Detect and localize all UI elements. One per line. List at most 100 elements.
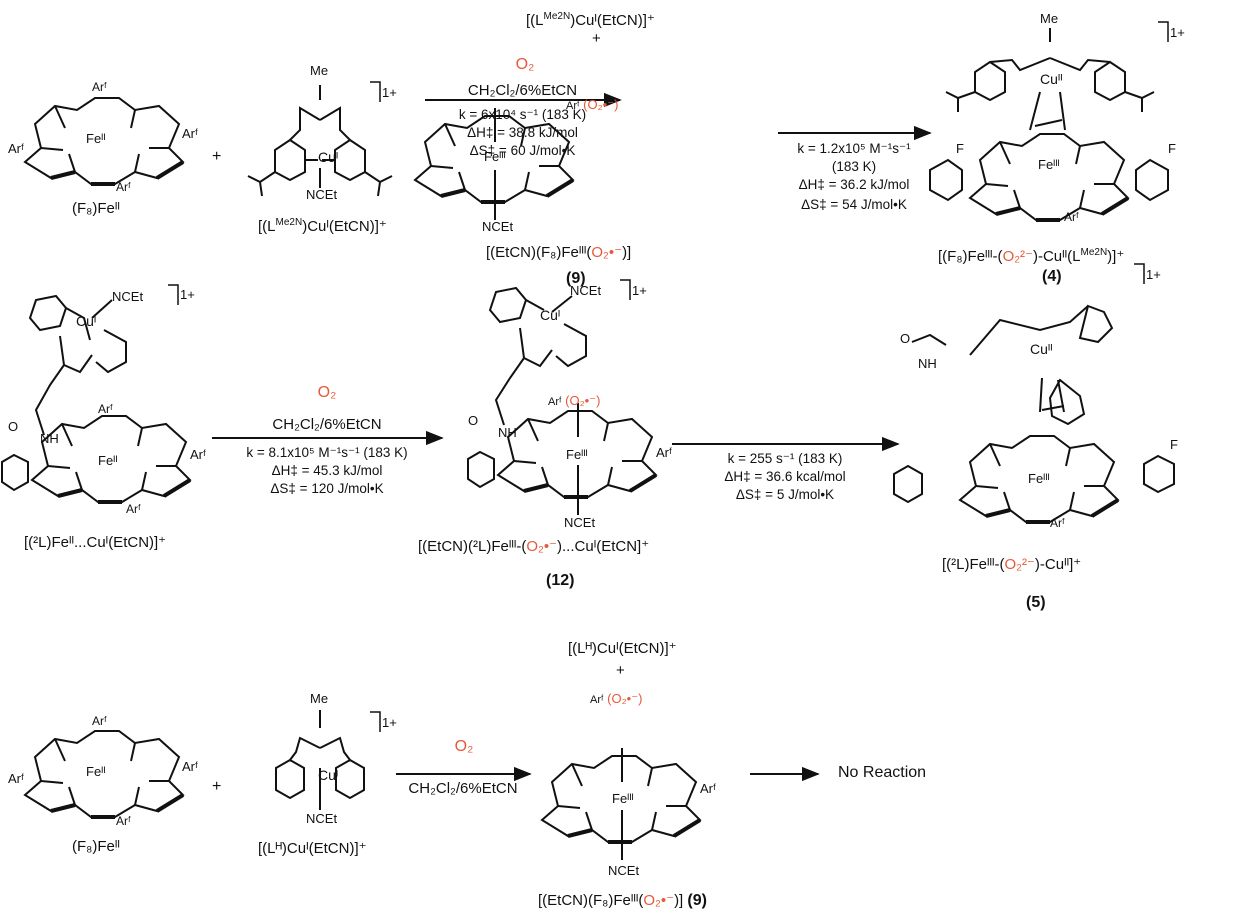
atom-ncet-12b: NCEt — [564, 515, 596, 530]
atom-arf-4: Arᶠ — [1064, 210, 1079, 224]
charge-5: 1+ — [1146, 267, 1161, 282]
intermediate9-label: [(EtCN)(F₈)Feᴵᴵᴵ(O₂•⁻)] — [486, 244, 632, 261]
charge-bracket-r1a — [370, 81, 381, 102]
ds-r2-step2: ΔS‡ = 5 J/mol•K — [735, 487, 835, 502]
ds-r1-step2: ΔS‡ = 54 J/mol•K — [801, 197, 907, 212]
atom-cu1-r3: Cuᴵ — [318, 767, 339, 783]
intermediate9r3-top: [(Lᴴ)Cuᴵ(EtCN)]⁺ — [568, 640, 677, 657]
atom-arf-r3c: Arᶠ — [182, 759, 198, 774]
plus-r3: + — [212, 778, 222, 795]
structure-lh-cu1 — [275, 710, 365, 810]
atom-nh-12: NH — [498, 425, 517, 440]
ds-r2-step1: ΔS‡ = 120 J/mol•K — [270, 481, 384, 496]
atom-ncet-r3b: NCEt — [608, 863, 640, 878]
atom-f-5: F — [1170, 437, 1178, 452]
intermediate9-plus: + — [592, 30, 601, 47]
atom-fe2-r1: Feᴵᴵ — [86, 131, 106, 146]
atom-arf-r3d: Arᶠ — [116, 814, 131, 828]
atom-o-12: O — [468, 413, 479, 428]
compound-number-12: (12) — [546, 572, 575, 589]
superoxo-r1: Arᶠ (O₂•⁻) — [566, 97, 619, 112]
structure-intermediate-9-row3 — [540, 748, 702, 860]
ds-r1-step1: ΔS‡ = 60 J/mol•K — [469, 143, 576, 158]
atom-arf-r1b: Arᶠ — [8, 141, 24, 156]
intermediate9r3-plus: + — [616, 662, 625, 679]
atom-arf-r3a: Arᶠ — [92, 714, 107, 728]
charge-12: 1+ — [632, 283, 647, 298]
atom-arf-r2a: Arᶠ — [98, 402, 113, 416]
reactant-f8-fe2-label: (F₈)Feᴵᴵ — [72, 200, 120, 217]
atom-nh-5: NH — [918, 356, 937, 371]
plus-r1: + — [212, 148, 222, 165]
atom-fe3-r1: Feᴵᴵᴵ — [484, 149, 506, 164]
charge-bracket-r3a — [370, 711, 381, 732]
atom-arf-12: Arᶠ — [656, 445, 672, 460]
atom-cu1-r2: Cuᴵ — [76, 313, 97, 329]
charge-bracket-r2a — [168, 284, 179, 305]
structure-intermediate-12 — [467, 286, 658, 515]
dh-r1-step2: ΔH‡ = 36.2 kJ/mol — [798, 177, 910, 192]
structure-intermediate-9 — [413, 108, 575, 220]
rate-r1-step2: k = 1.2x10⁵ M⁻¹s⁻¹ — [797, 141, 911, 156]
atom-arf-r3b: Arᶠ — [8, 771, 24, 786]
temp-r1-step2: (183 K) — [831, 159, 877, 174]
reagent-o2-r2: O₂ — [317, 384, 337, 401]
atom-ncet-r3: NCEt — [306, 811, 338, 826]
charge-r1a: 1+ — [382, 85, 397, 100]
charge-4: 1+ — [1170, 25, 1185, 40]
intermediate9-top: [(LMe2N)Cuᴵ(EtCN)]⁺ — [526, 11, 655, 29]
solvent-r3: CH₂Cl₂/6%EtCN — [408, 780, 518, 797]
atom-arf-r2b: Arᶠ — [190, 447, 206, 462]
atom-fe2-r2: Feᴵᴵ — [98, 453, 118, 468]
atom-ncet-12: NCEt — [570, 283, 602, 298]
compound-number-5: (5) — [1026, 594, 1046, 611]
compound-number-4: (4) — [1042, 268, 1062, 285]
atom-o-r2: O — [8, 419, 19, 434]
reactant-2L-label: [(²L)Feᴵᴵ...Cuᴵ(EtCN)]⁺ — [24, 534, 167, 551]
atom-cu1-12: Cuᴵ — [540, 307, 561, 323]
atom-o-5: O — [900, 331, 911, 346]
atom-arf-r1c: Arᶠ — [182, 126, 198, 141]
atom-arf-r2c: Arᶠ — [126, 502, 141, 516]
atom-ncet-r1: NCEt — [306, 187, 338, 202]
structure-2L-fe2-cu1 — [0, 294, 192, 504]
superoxo-12: Arᶠ (O₂•⁻) — [548, 393, 601, 408]
reactant-lh-label: [(Lᴴ)Cuᴵ(EtCN)]⁺ — [258, 840, 367, 857]
atom-nh-r2: NH — [40, 431, 59, 446]
intermediate12-label: [(EtCN)(²L)Feᴵᴵᴵ-(O₂•⁻)...Cuᴵ(EtCN]⁺ — [418, 538, 650, 555]
intermediate9r3-label: [(EtCN)(F₈)Feᴵᴵᴵ(O₂•⁻)] (9) — [538, 892, 707, 909]
atom-fe3-4: Feᴵᴵᴵ — [1038, 157, 1060, 172]
atom-fe3-r3: Feᴵᴵᴵ — [612, 791, 634, 806]
atom-me-r3: Me — [310, 691, 329, 706]
atom-ncet-r2: NCEt — [112, 289, 144, 304]
no-reaction-text: No Reaction — [838, 764, 927, 781]
reactant-f8-fe2-label-r3: (F₈)Feᴵᴵ — [72, 838, 120, 855]
structure-product-5 — [893, 304, 1175, 524]
atom-arf-5: Arᶠ — [1050, 516, 1065, 530]
superoxo-r3: Arᶠ (O₂•⁻) — [590, 691, 643, 706]
charge-bracket-r2c — [1134, 263, 1145, 284]
charge-r3: 1+ — [382, 715, 397, 730]
dh-r2-step2: ΔH‡ = 36.6 kcal/mol — [724, 469, 846, 484]
atom-f-4b: F — [1168, 141, 1176, 156]
compound-number-9: (9) — [566, 270, 586, 287]
structure-lme2n-cu1 — [247, 85, 393, 197]
product4-label: [(F₈)Feᴵᴵᴵ-(O₂²⁻)-Cuᴵᴵ(LMe2N)]⁺ — [938, 247, 1125, 265]
atom-fe3-12: Feᴵᴵᴵ — [566, 447, 588, 462]
atom-arf-r1a: Arᶠ — [92, 80, 107, 94]
atom-fe2-r3: Feᴵᴵ — [86, 764, 106, 779]
reagent-o2-r1: O₂ — [515, 56, 535, 73]
rate-r1-step1: k = 6x10⁴ s⁻¹ (183 K) — [458, 107, 587, 122]
atom-fe3-5: Feᴵᴵᴵ — [1028, 471, 1050, 486]
atom-cu1-r1: Cuᴵ — [318, 149, 339, 165]
atom-me-4: Me — [1040, 11, 1059, 26]
solvent-r2: CH₂Cl₂/6%EtCN — [272, 416, 382, 433]
atom-arf-r3e: Arᶠ — [700, 781, 716, 796]
dh-r2-step1: ΔH‡ = 45.3 kJ/mol — [271, 463, 383, 478]
product5-label: [(²L)Feᴵᴵᴵ-(O₂²⁻)-Cuᴵᴵ]⁺ — [942, 556, 1082, 573]
dh-r1-step1: ΔH‡ = 38.8 kJ/mol — [467, 125, 578, 140]
reagent-o2-r3: O₂ — [454, 738, 474, 755]
solvent-r1: CH₂Cl₂/6%EtCN — [467, 82, 578, 99]
atom-ncet-9: NCEt — [482, 219, 514, 234]
